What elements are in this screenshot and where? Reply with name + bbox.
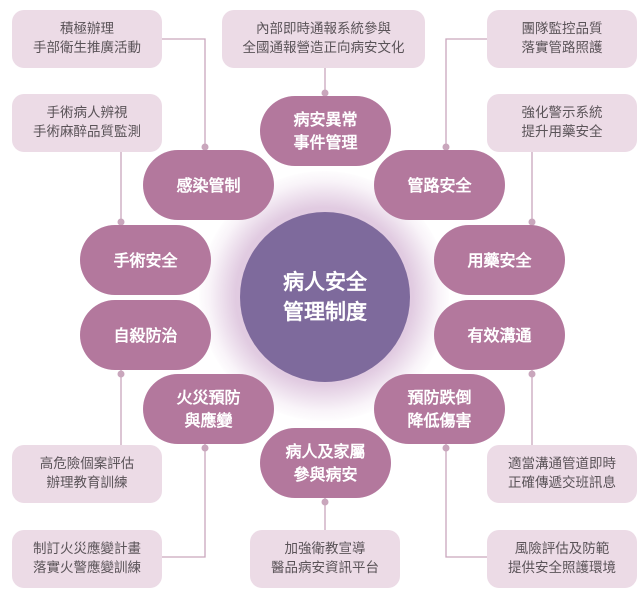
note-suicide: 高危險個案評估辦理教育訓練	[12, 445, 162, 503]
pillar-infection-control: 感染管制	[143, 150, 274, 220]
note-tube-care: 團隊監控品質落實管路照護	[487, 10, 637, 68]
note-text: 醫品病安資訊平台	[271, 560, 379, 576]
note-text: 適當溝通管道即時	[508, 456, 616, 472]
pillar-communication: 有效溝通	[434, 300, 565, 370]
pillar-text: 用藥安全	[467, 250, 532, 270]
note-text: 風險評估及防範	[514, 541, 610, 557]
pillar-text: 降低傷害	[407, 411, 472, 430]
pillar-medication-safety: 用藥安全	[434, 225, 565, 295]
note-communication: 適當溝通管道即時正確傳遞交班訊息	[487, 445, 637, 503]
pillar-surgery-safety: 手術安全	[80, 225, 211, 295]
note-text: 強化警示系統	[521, 105, 603, 121]
note-medication: 強化警示系統提升用藥安全	[487, 94, 637, 152]
note-incident-reporting: 內部即時通報系統參與全國通報營造正向病安文化	[222, 10, 425, 68]
note-text: 正確傳遞交班訊息	[508, 475, 616, 491]
pillar-text: 感染管制	[176, 175, 241, 195]
pillar-tube-safety: 管路安全	[374, 150, 505, 220]
pillar-text: 自殺防治	[113, 325, 178, 345]
center-line1: 病人安全	[283, 270, 367, 294]
note-text: 提供安全照護環境	[508, 560, 616, 576]
pillar-text: 火災預防	[176, 388, 241, 407]
pillar-text: 手術安全	[113, 250, 178, 270]
note-text: 積極辦理	[60, 21, 114, 37]
pillar-fall-prevention: 預防跌倒降低傷害	[374, 374, 505, 444]
pillar-text: 預防跌倒	[407, 388, 472, 407]
pillar-text: 有效溝通	[467, 325, 532, 345]
pillar-incident-management: 病安異常事件管理	[260, 96, 391, 166]
pillar-suicide-prevention: 自殺防治	[80, 300, 211, 370]
pillar-text: 病安異常	[293, 110, 358, 129]
pillar-text: 管路安全	[407, 175, 472, 195]
pillar-text: 病人及家屬	[285, 442, 366, 461]
note-fire: 制訂火災應變計畫落實火警應變訓練	[12, 530, 162, 588]
note-text: 辦理教育訓練	[46, 475, 128, 491]
note-text: 手術麻醉品質監測	[33, 124, 141, 140]
note-text: 落實管路照護	[521, 40, 603, 56]
pillar-text: 參與病安	[293, 465, 358, 484]
center-circle: 病人安全 管理制度	[240, 212, 410, 382]
note-text: 內部即時通報系統參與	[256, 21, 391, 37]
note-text: 高危險個案評估	[39, 456, 135, 472]
note-family: 加強衛教宣導醫品病安資訊平台	[250, 530, 400, 588]
note-text: 提升用藥安全	[521, 124, 603, 140]
note-text: 加強衛教宣導	[284, 541, 366, 557]
note-text: 手術病人辨視	[46, 105, 128, 121]
center-line2: 管理制度	[283, 300, 367, 324]
pillar-text: 事件管理	[293, 133, 358, 152]
pillar-text: 與應變	[184, 411, 233, 430]
note-fall: 風險評估及防範提供安全照護環境	[487, 530, 637, 588]
note-surgery: 手術病人辨視手術麻醉品質監測	[12, 94, 162, 152]
note-hand-hygiene: 積極辦理手部衛生推廣活動	[12, 10, 162, 68]
note-text: 手部衛生推廣活動	[33, 40, 141, 56]
note-text: 制訂火災應變計畫	[33, 541, 141, 557]
pillar-family-participation: 病人及家屬參與病安	[260, 428, 391, 498]
note-text: 落實火警應變訓練	[33, 560, 141, 576]
pillar-fire-prevention: 火災預防與應變	[143, 374, 274, 444]
note-text: 全國通報營造正向病安文化	[242, 40, 405, 56]
note-text: 團隊監控品質	[521, 21, 603, 37]
